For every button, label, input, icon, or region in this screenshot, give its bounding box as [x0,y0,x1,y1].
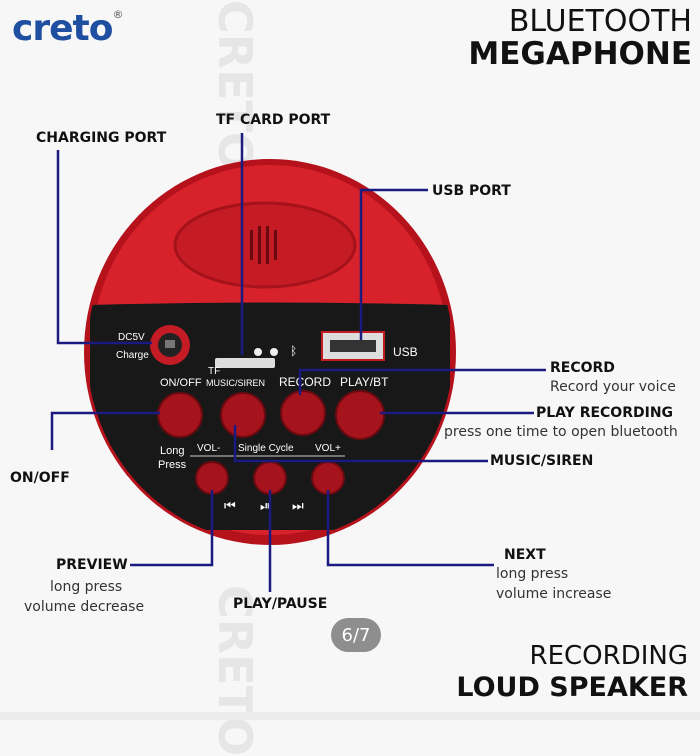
music-siren-button [220,392,266,438]
svg-text:Single Cycle: Single Cycle [238,443,294,454]
svg-text:Press: Press [158,459,187,471]
callout-play-recording-desc: press one time to open bluetooth [444,424,678,440]
callout-charging-port: CHARGING PORT [36,130,167,146]
svg-text:ON/OFF: ON/OFF [160,377,202,389]
onoff-button [157,392,203,438]
svg-text:TF: TF [208,366,220,377]
svg-text:USB: USB [393,345,418,359]
svg-text:Long: Long [160,445,184,457]
play-pause-button [253,461,287,495]
speaker-grille [173,201,357,289]
tf-slot [215,358,275,368]
svg-text:VOL+: VOL+ [315,443,341,454]
image-pager-badge: 6/7 [331,618,381,652]
callout-next-desc: volume increase [496,586,612,602]
callout-preview-desc: volume decrease [24,599,145,615]
bluetooth-icon: ᛒ [290,344,297,358]
megaphone-diagram: ᛒ DC5V Charge TF USB ON/OFF MUSIC/SIREN … [50,133,546,592]
next-button [311,461,345,495]
svg-text:DC5V: DC5V [118,332,145,343]
svg-text:RECORD: RECORD [279,375,331,389]
callout-record-desc: Record your voice [550,379,676,395]
callout-play-pause: PLAY/PAUSE [233,596,328,612]
callout-on-off: ON/OFF [10,470,70,486]
bottom-bar [0,712,700,720]
svg-text:MUSIC/SIREN: MUSIC/SIREN [206,378,265,388]
callout-next: NEXT [504,547,546,563]
svg-text:⏯: ⏯ [260,498,270,513]
svg-text:⏮: ⏮ [224,498,236,513]
svg-text:VOL-: VOL- [197,443,220,454]
callout-preview-desc: long press [50,579,123,595]
brand-logo: creto® [12,8,123,49]
callout-next-desc: long press [496,566,569,582]
previous-button [195,461,229,495]
callout-preview: PREVIEW [56,557,128,573]
callout-lines [50,133,546,592]
svg-text:PLAY/BT: PLAY/BT [340,375,389,389]
record-button [280,390,326,436]
svg-text:Charge: Charge [116,350,149,361]
callout-tf-card-port: TF CARD PORT [216,112,331,128]
callout-record: RECORD [550,360,615,376]
callout-music-siren: MUSIC/SIREN [490,453,594,469]
play-bt-button [335,390,385,440]
callout-play-recording: PLAY RECORDING [536,405,674,421]
svg-text:⏭: ⏭ [292,498,304,513]
callout-usb-port: USB PORT [432,183,511,199]
